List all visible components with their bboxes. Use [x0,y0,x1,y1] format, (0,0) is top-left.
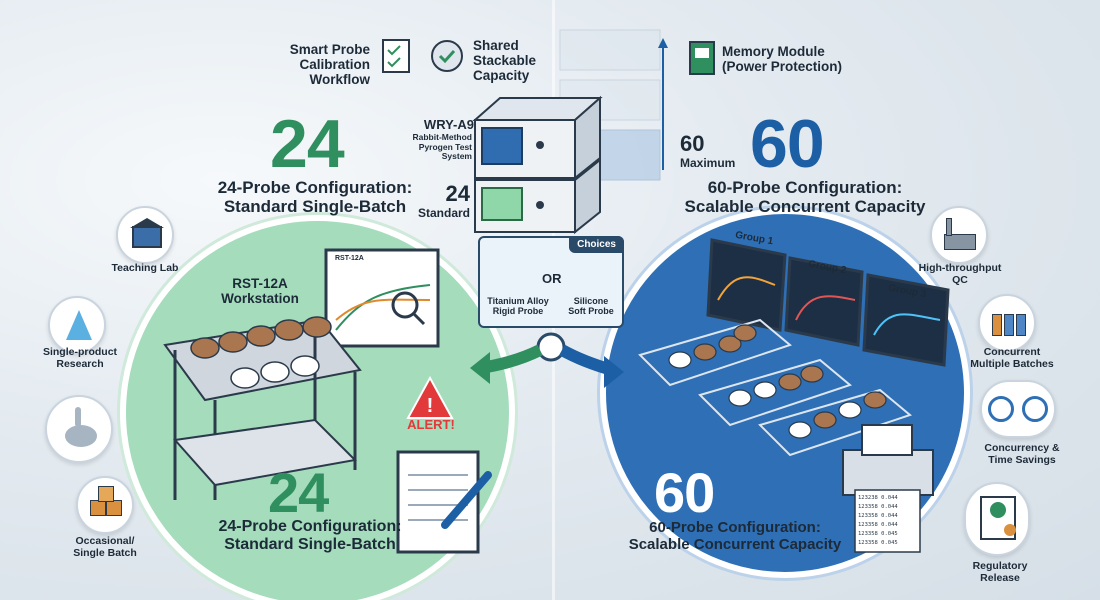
max-label: Maximum [680,156,736,170]
alert-label: ALERT! [407,417,455,432]
left-big-number: 24 [270,106,345,182]
printer-icon [842,449,934,496]
receipt-line: 123358 0.044 [858,513,898,519]
standard-label: Standard [417,206,470,220]
system-desc: Rabbit-Method Pyrogen Test System [412,132,473,162]
icon-label-factory: High-throughput QC [918,262,1002,287]
choices-or: OR [542,271,562,286]
receipt: 123238 0.044 123358 0.044 123358 0.044 1… [858,494,918,548]
alert-icon [406,375,454,419]
icon-label-vials: Concurrent Multiple Batches [970,346,1054,371]
receipt-line: 123238 0.044 [858,495,898,501]
stackable-label: Shared Stackable Capacity [473,38,537,84]
monitor-label: RST-12A [335,255,364,262]
system-name: WRY-A9 [423,117,474,132]
icon-label-boxes: Occasional/ Single Batch [73,535,137,560]
boxes-icon [76,476,134,534]
right-big-number: 60 [750,106,825,182]
memory-label: Memory Module (Power Protection) [722,44,843,75]
rabbits-left [190,316,332,359]
icon-label-teaching: Teaching Lab [111,262,179,274]
vials-icon [978,294,1036,352]
main-device [472,95,603,235]
cages-right [638,318,913,457]
icon-label-flask: Single-product Research [42,346,118,371]
left-title-bottom: 24-Probe Configuration: Standard Single-… [218,518,402,553]
teaching-lab-icon [116,206,174,264]
choices-tab: Choices [569,236,624,253]
option-silicone[interactable]: Silicone Soft Probe [568,296,614,317]
workstation-label: RST-12A Workstation [221,276,299,307]
checklist-icon [382,39,410,73]
receipt-line: 123358 0.044 [858,504,898,510]
right-title: 60-Probe Configuration: Scalable Concurr… [684,178,926,217]
gear-icon [431,40,463,72]
choices-box: Choices OR Titanium Alloy Rigid Probe Si… [478,236,624,328]
group-monitors [706,238,950,367]
icon-label-clocks: Concurrency & Time Savings [984,442,1060,467]
certificate-icon [964,482,1030,556]
receipt-line: 123358 0.045 [858,531,898,537]
right-title-bottom: 60-Probe Configuration: Scalable Concurr… [628,519,842,553]
svg-text:!: ! [427,395,434,417]
icon-label-certificate: Regulatory Release [972,560,1028,585]
factory-icon [930,206,988,264]
standard-num: 24 [445,181,470,206]
max-num: 60 [680,131,705,156]
option-titanium[interactable]: Titanium Alloy Rigid Probe [487,296,549,317]
rabbit-icon [45,395,113,463]
right-big-number-bottom: 60 [654,461,715,524]
clocks-icon [980,380,1056,438]
receipt-line: 123358 0.045 [858,540,898,546]
left-big-number-bottom: 24 [268,461,329,524]
flask-icon [48,296,106,354]
rabbits-left-white [230,355,320,389]
hub-node [536,332,566,362]
rabbits-right [668,324,887,439]
left-title: 24-Probe Configuration: Standard Single-… [217,178,413,217]
receipt-line: 123358 0.044 [858,522,898,528]
workflow-label: Smart Probe Calibration Workflow [289,42,370,88]
